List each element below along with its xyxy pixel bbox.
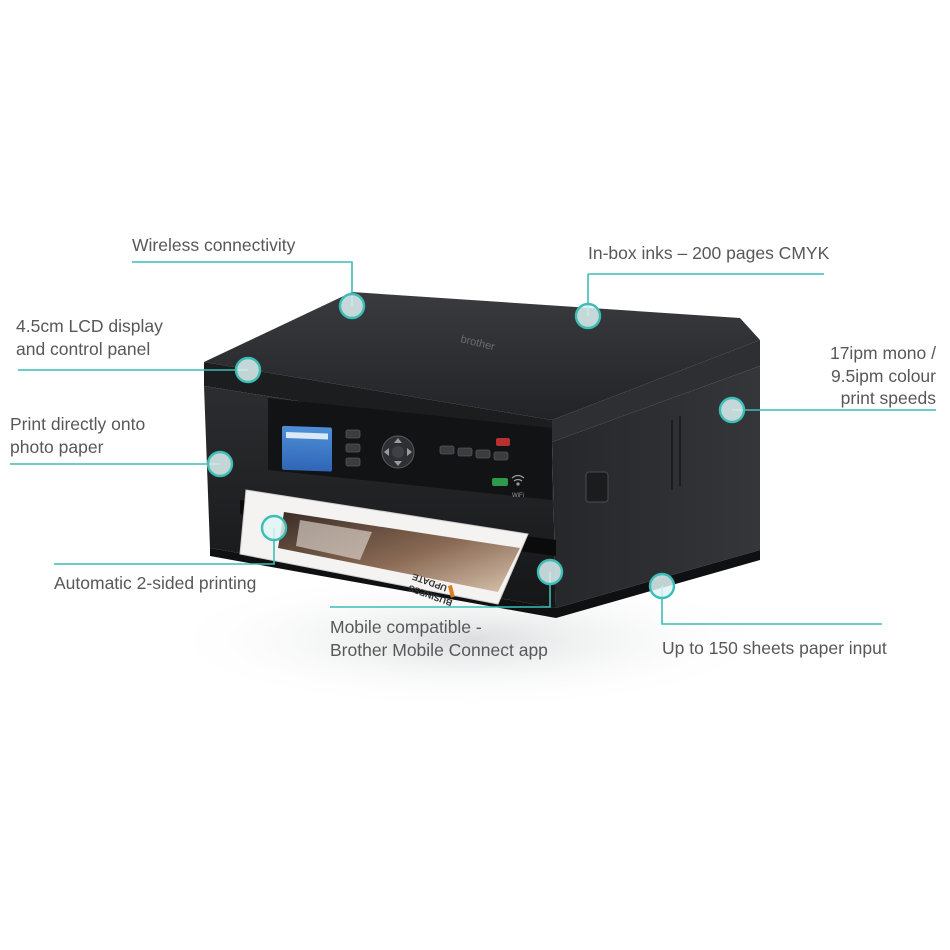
feature-mobile-line1: Mobile compatible - [330,617,482,637]
feature-paper-input: Up to 150 sheets paper input [662,637,887,660]
feature-wireless: Wireless connectivity [132,234,295,257]
feature-photo: Print directly onto photo paper [10,413,145,458]
feature-inks: In-box inks – 200 pages CMYK [588,242,829,265]
feature-photo-line2: photo paper [10,436,104,457]
feature-speed-line1: 17ipm mono / [829,343,936,363]
wifi-label: WiFi [512,493,524,499]
callout-dot-icon [206,292,746,600]
feature-paper-input-text: Up to 150 sheets paper input [662,638,887,658]
feature-wireless-text: Wireless connectivity [132,235,296,255]
wifi-icon [511,474,525,486]
feature-mobile-line2: Brother Mobile Connect app [330,639,548,660]
navigation-pad-icon [381,435,415,469]
feature-duplex: Automatic 2-sided printing [54,572,256,595]
feature-speed-line2: 9.5ipm colour [830,365,936,386]
feature-lcd-line1: 4.5cm LCD display [16,316,163,336]
feature-lcd: 4.5cm LCD display and control panel [16,315,163,360]
feature-mobile: Mobile compatible - Brother Mobile Conne… [330,616,548,661]
feature-speed-line3: print speeds [840,388,936,408]
feature-photo-line1: Print directly onto [10,414,146,434]
feature-speed: 17ipm mono / 9.5ipm colour print speeds [830,342,936,410]
feature-lcd-line2: and control panel [16,338,151,359]
feature-inks-text: In-box inks – 200 pages CMYK [588,243,830,263]
feature-duplex-text: Automatic 2-sided printing [54,573,257,593]
